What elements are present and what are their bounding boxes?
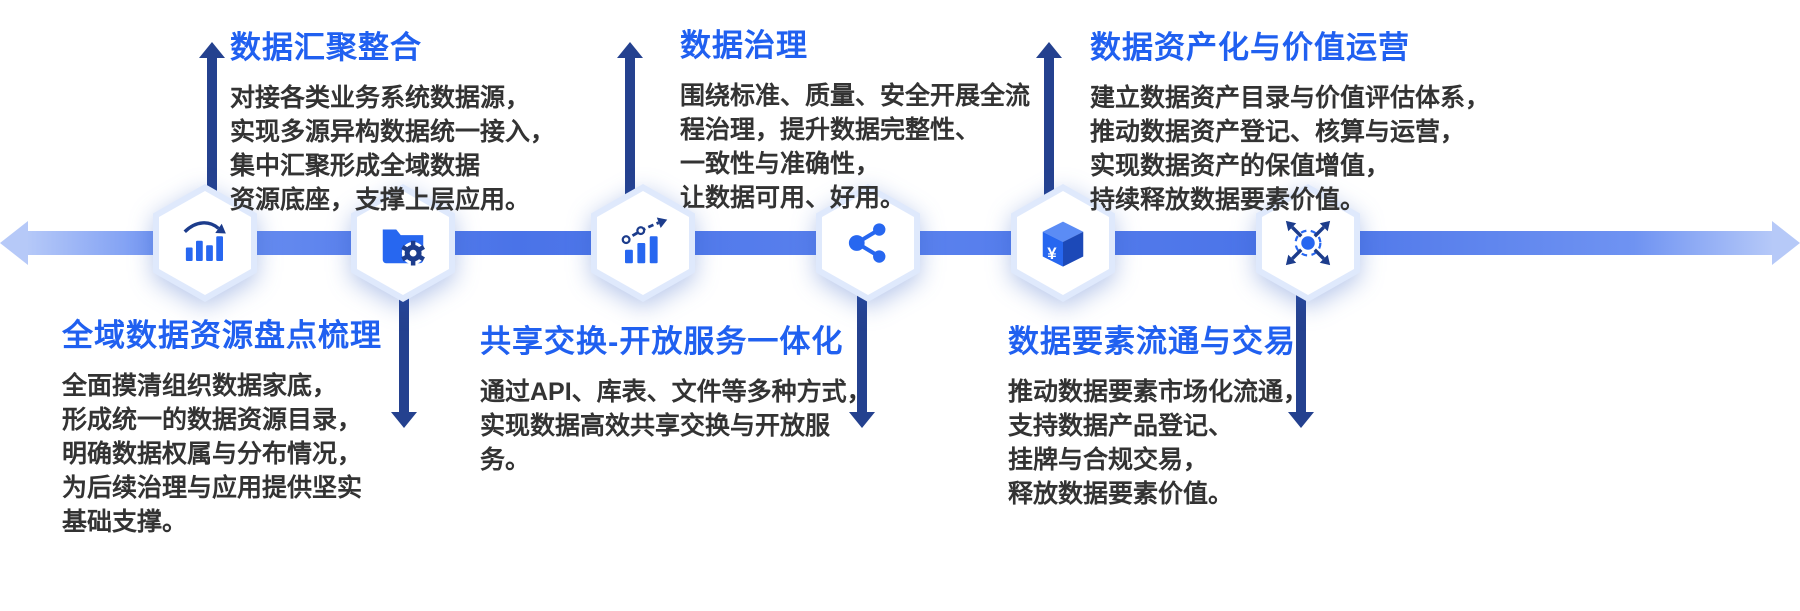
hexagon-node-1 — [153, 184, 257, 302]
connector-stem — [857, 286, 867, 412]
connector-down-3 — [1288, 286, 1314, 428]
svg-text:¥: ¥ — [1047, 244, 1057, 263]
connector-up-1 — [199, 42, 225, 200]
hexagon-node-5: ¥ — [1011, 184, 1115, 302]
body-line: 支持数据产品登记、 — [1008, 412, 1234, 440]
growth-bar-line-icon — [621, 217, 668, 264]
connector-down-1 — [391, 286, 417, 428]
bottom-block-2: 共享交换-开放服务一体化 通过API、库表、文件等多种方式， 实现数据高效共享交… — [480, 316, 872, 477]
bottom-block-3: 数据要素流通与交易 推动数据要素市场化流通， 支持数据产品登记、 挂牌与合规交易… — [1008, 316, 1308, 511]
folder-gear-icon — [382, 229, 425, 266]
body-line: 集中汇聚形成全域数据 — [230, 152, 481, 180]
top-block-1: 数据汇聚整合 对接各类业务系统数据源， 实现多源异构数据统一接入， 集中汇聚形成… — [230, 22, 555, 217]
block-title: 共享交换-开放服务一体化 — [480, 324, 844, 359]
top-block-3: 数据资产化与价值运营 建立数据资产目录与价值评估体系， 推动数据资产登记、核算与… — [1090, 22, 1490, 217]
cube-yuan-icon: ¥ — [1042, 221, 1084, 267]
hexagon-node-4 — [816, 184, 920, 302]
body-line: 全面摸清组织数据家底， — [62, 372, 338, 400]
hexagon-face: ¥ — [1017, 191, 1109, 295]
timeline-right-arrow-icon — [1772, 221, 1800, 265]
body-line: 挂牌与合规交易， — [1008, 446, 1209, 474]
connector-stem — [399, 286, 409, 412]
body-line: 资源底座，支撑上层应用。 — [230, 186, 531, 214]
body-line: 基础支撑。 — [62, 508, 188, 536]
body-line: 围绕标准、质量、安全开展全流 — [680, 82, 1031, 110]
bottom-block-1: 全域数据资源盘点梳理 全面摸清组织数据家底， 形成统一的数据资源目录， 明确数据… — [62, 310, 382, 539]
body-line: 对接各类业务系统数据源， — [230, 84, 531, 112]
arrow-up-icon — [199, 42, 225, 58]
connector-stem — [625, 58, 635, 200]
body-line: 通过API、库表、文件等多种方式， — [480, 378, 872, 406]
connector-stem — [207, 58, 217, 200]
body-line: 务。 — [480, 446, 531, 474]
body-line: 程治理，提升数据完整性、 — [680, 116, 981, 144]
connector-stem — [1044, 58, 1054, 200]
body-line: 建立数据资产目录与价值评估体系， — [1090, 84, 1491, 112]
connector-up-2 — [617, 42, 643, 200]
top-block-2: 数据治理 围绕标准、质量、安全开展全流 程治理，提升数据完整性、 一致性与准确性… — [680, 20, 1030, 215]
body-line: 让数据可用、好用。 — [680, 184, 906, 212]
body-line: 实现数据高效共享交换与开放服 — [480, 412, 831, 440]
connector-stem — [1296, 286, 1306, 412]
hexagon-node-2 — [351, 184, 455, 302]
bar-chart-trend-arrow-icon — [183, 221, 226, 261]
block-title: 数据汇聚整合 — [230, 30, 422, 65]
hexagon-face — [1262, 191, 1354, 295]
hexagon-node-6 — [1256, 184, 1360, 302]
block-title: 全域数据资源盘点梳理 — [62, 318, 382, 353]
hexagon-node-3 — [591, 184, 695, 302]
arrow-down-icon — [849, 412, 875, 428]
block-title: 数据治理 — [680, 28, 808, 63]
spread-arrows-icon — [1285, 220, 1331, 266]
body-line: 一致性与准确性， — [680, 150, 881, 178]
body-line: 明确数据权属与分布情况， — [62, 440, 363, 468]
connector-up-3 — [1036, 42, 1062, 200]
body-line: 实现数据资产的保值增值， — [1090, 152, 1391, 180]
block-title: 数据要素流通与交易 — [1008, 324, 1296, 359]
arrow-down-icon — [1288, 412, 1314, 428]
body-line: 形成统一的数据资源目录， — [62, 406, 363, 434]
connector-down-2 — [849, 286, 875, 428]
body-line: 释放数据要素价值。 — [1008, 480, 1234, 508]
share-network-icon — [848, 223, 886, 263]
arrow-down-icon — [391, 412, 417, 428]
hexagon-face — [357, 191, 449, 295]
body-line: 为后续治理与应用提供坚实 — [62, 474, 363, 502]
block-title: 数据资产化与价值运营 — [1090, 30, 1410, 65]
body-line: 持续释放数据要素价值。 — [1090, 186, 1366, 214]
arrow-up-icon — [1036, 42, 1062, 58]
body-line: 推动数据要素市场化流通， — [1008, 378, 1309, 406]
body-line: 实现多源异构数据统一接入， — [230, 118, 556, 146]
timeline-left-arrow-icon — [0, 221, 28, 265]
body-line: 推动数据资产登记、核算与运营， — [1090, 118, 1466, 146]
arrow-up-icon — [617, 42, 643, 58]
